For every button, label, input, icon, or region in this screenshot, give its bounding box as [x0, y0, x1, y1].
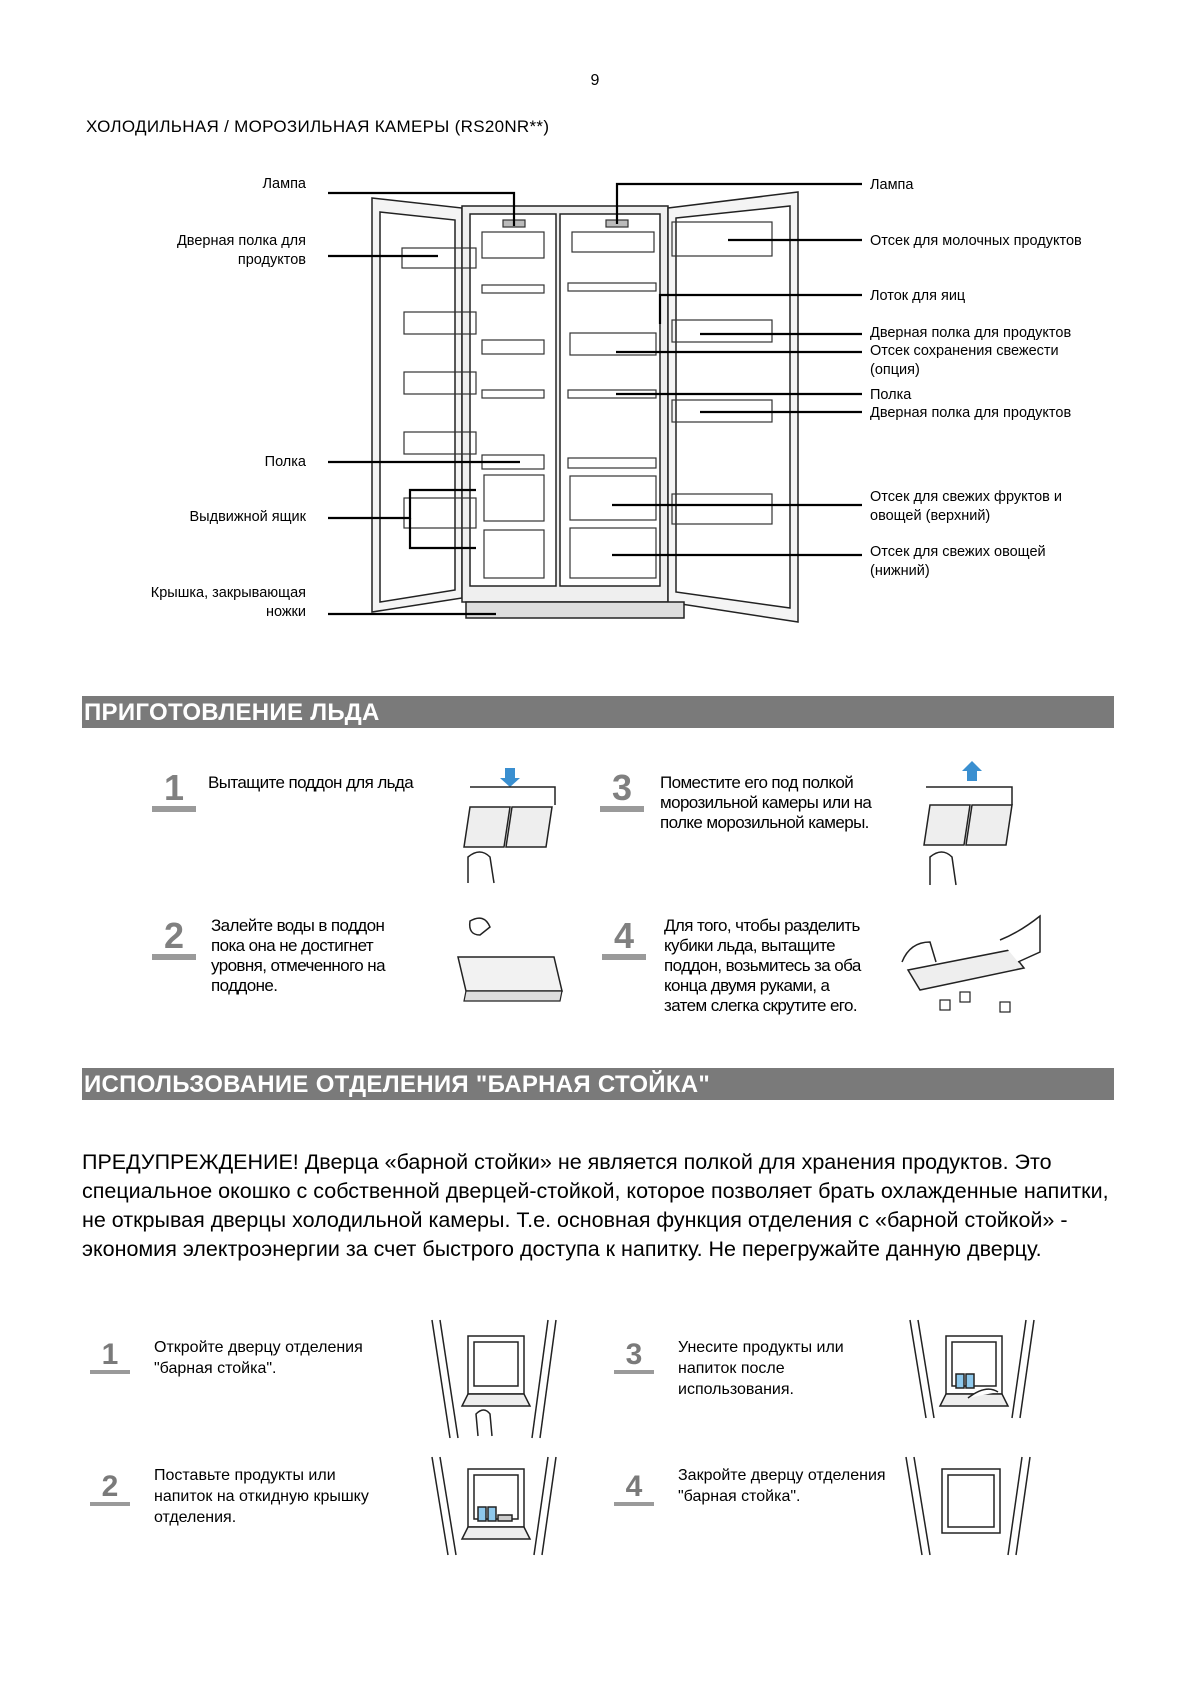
bar-step-4-text: Закройте дверцу отделения "барная стойка… [678, 1465, 938, 1507]
label-veg-lower: Отсек для свежих овощей (нижний) [870, 543, 1170, 581]
ice-step-3-number: 3 [600, 770, 644, 812]
label-drawer: Выдвижной ящик [120, 508, 306, 527]
bar-take-items-illustration [906, 1318, 1040, 1420]
bar-step-1-number: 1 [90, 1340, 130, 1374]
ice-section-heading: ПРИГОТОВЛЕНИЕ ЛЬДА [82, 696, 1114, 728]
bar-warning-text: ПРЕДУПРЕЖДЕНИЕ! Дверца «барной стойки» н… [82, 1148, 1122, 1264]
label-door-shelf-right-2: Дверная полка для продуктов [870, 404, 1170, 423]
ice-tray-fill-illustration [450, 915, 570, 1005]
ice-step-4-number: 4 [602, 918, 646, 960]
label-leg-cover: Крышка, закрывающая ножки [100, 584, 306, 622]
bar-door-closed-illustration [902, 1455, 1036, 1557]
ice-tray-insert-illustration [912, 757, 1022, 887]
ice-step-2-text: Залейте воды в поддон пока она не достиг… [211, 916, 441, 996]
label-egg-tray: Лоток для яиц [870, 287, 1170, 306]
bar-door-open-illustration [428, 1318, 562, 1440]
bar-step-2-number: 2 [90, 1472, 130, 1506]
ice-step-4-text: Для того, чтобы разделить кубики льда, в… [664, 916, 904, 1016]
ice-tray-twist-illustration [900, 912, 1045, 1022]
bar-step-3-text: Унесите продукты или напиток после испол… [678, 1337, 918, 1400]
label-fruit-veg-upper: Отсек для свежих фруктов и овощей (верхн… [870, 488, 1170, 526]
ice-tray-pull-illustration [460, 765, 560, 885]
ice-step-1-text: Вытащите поддон для льда [208, 773, 438, 793]
label-door-shelf-left: Дверная полка для продуктов [120, 232, 306, 270]
bar-place-items-illustration [428, 1455, 562, 1557]
label-lamp-right: Лампа [870, 176, 1170, 195]
bar-step-3-number: 3 [614, 1340, 654, 1374]
label-door-shelf-right-1: Дверная полка для продуктов [870, 324, 1170, 343]
label-shelf-right: Полка [870, 386, 1170, 405]
label-freshness-compartment: Отсек сохранения свежести (опция) [870, 342, 1170, 380]
label-shelf-left: Полка [120, 453, 306, 472]
ice-step-1-number: 1 [152, 770, 196, 812]
ice-step-3-text: Поместите его под полкой морозильной кам… [660, 773, 910, 833]
ice-step-2-number: 2 [152, 918, 196, 960]
bar-step-2-text: Поставьте продукты или напиток на откидн… [154, 1465, 414, 1528]
bar-step-1-text: Откройте дверцу отделения "барная стойка… [154, 1337, 414, 1379]
label-dairy-compartment: Отсек для молочных продуктов [870, 232, 1170, 251]
label-lamp-left: Лампа [120, 175, 306, 194]
bar-section-heading: ИСПОЛЬЗОВАНИЕ ОТДЕЛЕНИЯ "БАРНАЯ СТОЙКА" [82, 1068, 1114, 1100]
bar-step-4-number: 4 [614, 1472, 654, 1506]
